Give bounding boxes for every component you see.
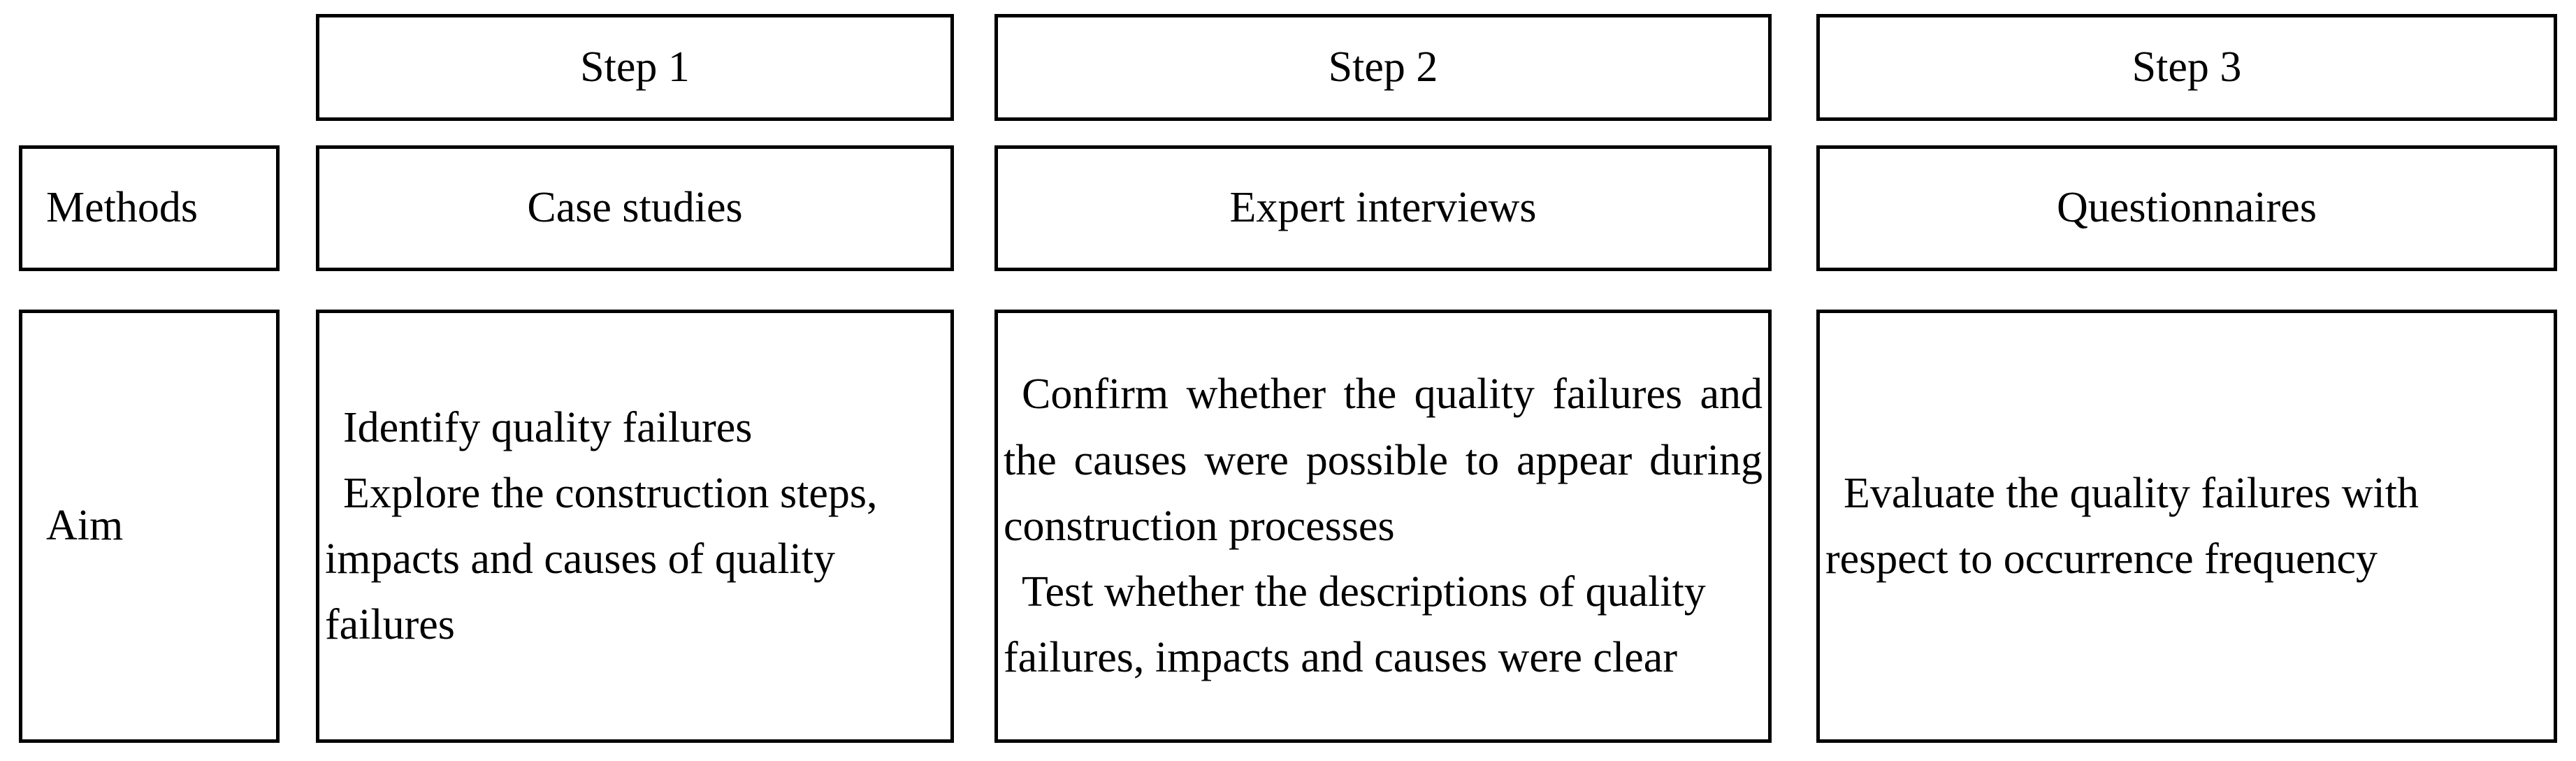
aim-paragraph: Test whether the descriptions of quality… bbox=[1004, 568, 1706, 682]
row-label-cell-aim: Aim bbox=[19, 310, 280, 743]
aim-paragraph: Evaluate the quality failures with respe… bbox=[1825, 469, 2419, 583]
aim-cell-3: Evaluate the quality failures with respe… bbox=[1816, 310, 2557, 743]
methods-inner-1: Case studies bbox=[319, 149, 950, 268]
step-header-label-2: Step 2 bbox=[1328, 43, 1438, 91]
methods-value-2: Expert interviews bbox=[1229, 184, 1537, 232]
row-label-inner-aim: Aim bbox=[22, 313, 276, 739]
aim-inner-2: Confirm whether the quality failures and… bbox=[998, 313, 1768, 739]
row-label-inner-methods: Methods bbox=[22, 149, 276, 268]
methods-cell-2: Expert interviews bbox=[994, 145, 1772, 271]
methods-value-1: Case studies bbox=[527, 184, 743, 232]
aim-text-3: Evaluate the quality failures with respe… bbox=[1820, 461, 2554, 592]
methods-cell-3: Questionnaires bbox=[1816, 145, 2557, 271]
aim-cell-2: Confirm whether the quality failures and… bbox=[994, 310, 1772, 743]
row-label-methods: Methods bbox=[46, 184, 198, 232]
aim-text-2: Confirm whether the quality failures and… bbox=[998, 361, 1768, 690]
step-header-inner-2: Step 2 bbox=[998, 17, 1768, 117]
aim-paragraph: Identify quality failures bbox=[343, 403, 753, 451]
methods-inner-2: Expert interviews bbox=[998, 149, 1768, 268]
step-header-cell-1: Step 1 bbox=[316, 14, 954, 121]
aim-inner-3: Evaluate the quality failures with respe… bbox=[1820, 313, 2554, 739]
step-header-cell-3: Step 3 bbox=[1816, 14, 2557, 121]
row-label-cell-methods: Methods bbox=[19, 145, 280, 271]
methods-value-3: Questionnaires bbox=[2057, 184, 2317, 232]
step-header-inner-1: Step 1 bbox=[319, 17, 950, 117]
methods-cell-1: Case studies bbox=[316, 145, 954, 271]
step-header-label-3: Step 3 bbox=[2132, 43, 2242, 91]
aim-paragraph: Explore the construction steps, impacts … bbox=[325, 469, 878, 649]
row-label-aim: Aim bbox=[46, 502, 124, 550]
methods-inner-3: Questionnaires bbox=[1820, 149, 2554, 268]
step-header-label-1: Step 1 bbox=[580, 43, 690, 91]
step-header-inner-3: Step 3 bbox=[1820, 17, 2554, 117]
step-header-cell-2: Step 2 bbox=[994, 14, 1772, 121]
aim-paragraph: Confirm whether the quality failures and… bbox=[1004, 370, 1763, 550]
